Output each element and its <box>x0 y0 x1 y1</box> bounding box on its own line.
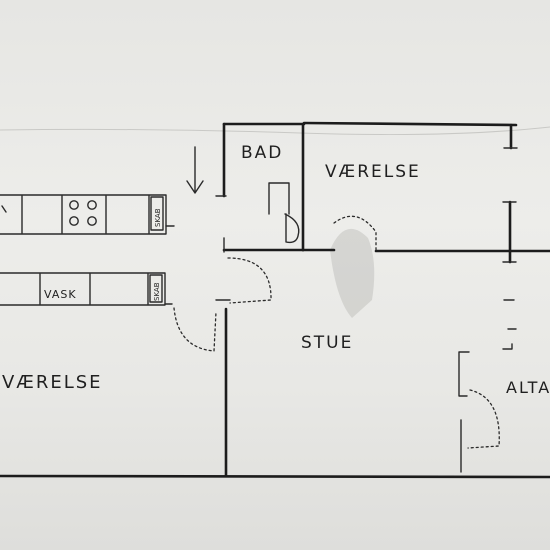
bedroom-top-door-swing <box>333 215 377 252</box>
living-room-label: STUE <box>301 333 353 353</box>
cabinet-bottom-label: SKAB <box>153 282 161 301</box>
cabinet-bottom-box <box>149 274 163 303</box>
balcony-label: ALTA <box>506 378 550 397</box>
bathroom-door-swing <box>227 257 272 304</box>
stove-burner-icon <box>87 216 97 226</box>
kitchen-counter-top <box>0 194 167 235</box>
balcony-door-swing <box>467 389 500 449</box>
paper-fold <box>0 126 550 136</box>
bathroom-label: BAD <box>241 143 283 163</box>
balcony-mark <box>502 343 513 350</box>
entrance-arrow-icon <box>186 146 204 194</box>
sink-label: VASK <box>44 288 77 301</box>
photo-shadow <box>330 228 375 318</box>
balcony-bracket-upper <box>458 351 470 397</box>
stove-burner-icon <box>69 216 79 226</box>
cabinet-top-box <box>150 196 164 231</box>
stove-burner-icon <box>69 200 79 210</box>
kitchen-small-mark <box>1 205 7 213</box>
kitchen-counter-bottom <box>0 272 166 306</box>
toilet-icon <box>268 182 300 244</box>
bedroom-top-label: VÆRELSE <box>325 162 421 182</box>
kitchen-door-swing <box>173 307 217 352</box>
stove-burner-icon <box>87 200 97 210</box>
floor-bottom-wall <box>0 474 550 479</box>
bedroom-left-label: VÆRELSE <box>2 372 103 393</box>
bedroom-top-wall-top <box>302 121 518 127</box>
cabinet-top-label: SKAB <box>154 208 162 227</box>
